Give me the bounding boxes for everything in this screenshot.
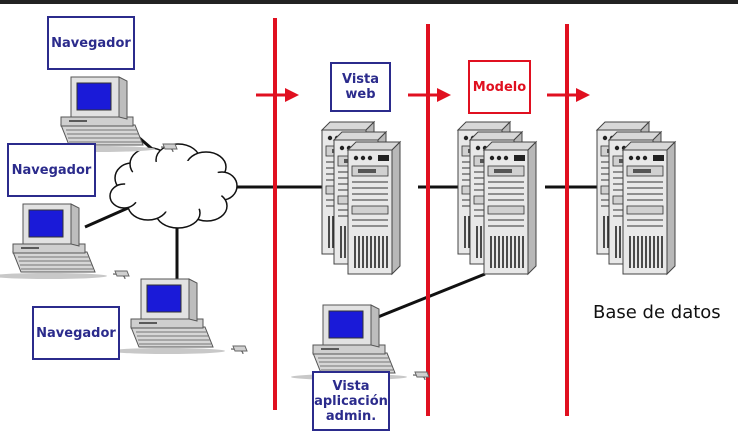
desktop-computer-icon [38,76,178,153]
view-web-line-1: Vista [341,72,379,87]
link-admin-model [377,272,486,319]
desktop-computer-icon [290,304,430,381]
tower-server-icon [597,122,675,274]
browser-label-top: Navegador [47,16,135,70]
browser-label-text: Navegador [51,35,131,51]
tower-server-icon [458,122,536,274]
tower-server-icon [322,122,400,274]
view-admin-line-3: admin. [325,408,377,424]
browser-label-middle: Navegador [7,143,96,197]
browser-label-text: Navegador [11,162,92,178]
view-web-label: Vista web [330,62,391,112]
database-caption: Base de datos [593,302,721,323]
top-bar [0,0,738,4]
right-arrow-icon [408,88,451,102]
model-label: Modelo [468,60,531,114]
model-label-text: Modelo [472,79,527,95]
view-admin-line-2: aplicación [314,393,388,409]
desktop-computer-icon [108,278,248,355]
view-web-line-2: web [345,87,376,102]
right-arrow-icon [547,88,590,102]
network-cloud-icon [109,143,238,229]
browser-label-text: Navegador [36,325,116,341]
view-admin-label: Vista aplicación admin. [312,371,390,431]
link-browser-middle-network [84,206,129,229]
browser-label-bottom: Navegador [32,306,120,360]
view-admin-line-1: Vista [332,378,370,394]
right-arrow-icon [256,88,299,102]
